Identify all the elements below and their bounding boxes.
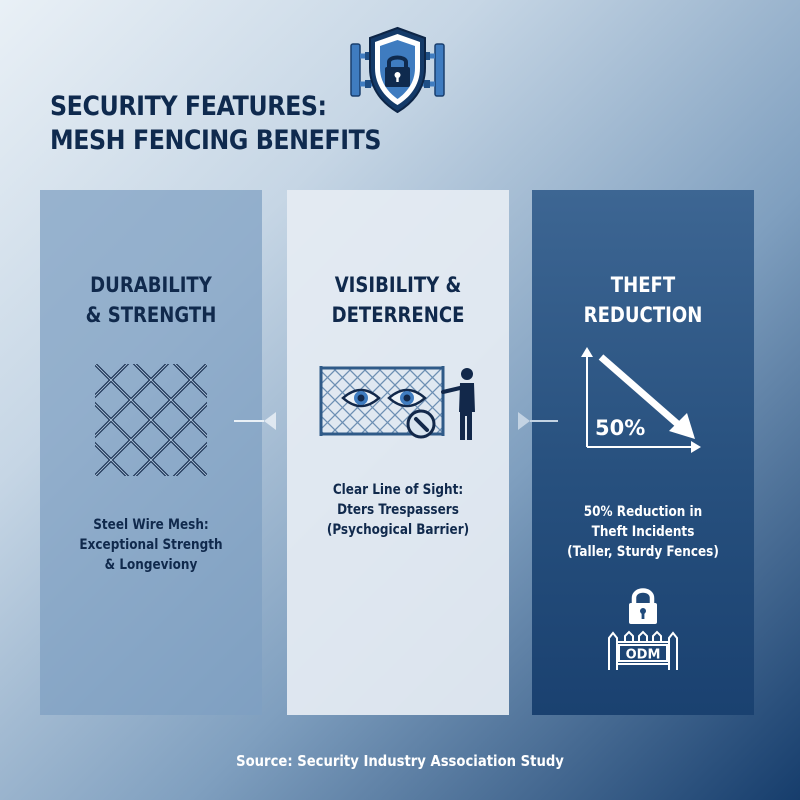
durability-desc-line2: Exceptional Strength xyxy=(79,537,223,553)
chain-link-mesh-icon xyxy=(95,364,207,476)
durability-desc-line1: Steel Wire Mesh: xyxy=(93,517,209,533)
padlock-icon xyxy=(629,588,657,624)
page-title-line2: MESH FENCING BENEFITS xyxy=(50,125,382,156)
surveillance-fence-icon xyxy=(319,366,475,440)
theft-desc-line2: Theft Incidents xyxy=(591,524,695,540)
visibility-desc-line3: (Psychogical Barrier) xyxy=(326,522,470,538)
durability-title-line2: & STRENGTH xyxy=(85,303,217,327)
chart-percent-label: 50% xyxy=(595,416,645,440)
durability-panel: DURABILITY & STRENGTH Steel Wire Mesh: E… xyxy=(40,190,262,715)
durability-desc-line3: & Longeviony xyxy=(104,557,198,573)
durability-title-line1: DURABILITY xyxy=(90,273,212,297)
theft-title-line1: THEFT xyxy=(610,273,676,297)
fence-badge-icon: ODM xyxy=(608,630,678,670)
theft-reduction-description: 50% Reduction in Theft Incidents (Taller… xyxy=(548,502,739,562)
theft-reduction-panel-title: THEFT REDUCTION xyxy=(548,270,739,330)
theft-title-line2: REDUCTION xyxy=(583,303,703,327)
visibility-description: Clear Line of Sight: Dters Trespassers (… xyxy=(303,480,494,540)
visibility-desc-line2: Dters Trespassers xyxy=(337,502,459,518)
visibility-title-line1: VISIBILITY & xyxy=(334,273,462,297)
page-title: SECURITY FEATURES: MESH FENCING BENEFITS xyxy=(50,90,381,158)
visibility-panel: VISIBILITY & DETERRENCE xyxy=(287,190,509,715)
page-title-line1: SECURITY FEATURES: xyxy=(50,91,327,122)
right-connector-arrow-icon xyxy=(518,412,558,430)
eye-icon xyxy=(341,388,381,408)
theft-reduction-panel: THEFT REDUCTION 50% 50% Reduction in The… xyxy=(532,190,754,715)
source-citation: Source: Security Industry Association St… xyxy=(236,752,564,770)
durability-description: Steel Wire Mesh: Exceptional Strength & … xyxy=(56,515,247,575)
visibility-panel-title: VISIBILITY & DETERRENCE xyxy=(303,270,494,330)
visibility-desc-line1: Clear Line of Sight: xyxy=(332,482,464,498)
badge-text: ODM xyxy=(626,648,661,663)
visibility-title-line2: DETERRENCE xyxy=(331,303,465,327)
theft-desc-line3: (Taller, Sturdy Fences) xyxy=(567,544,719,560)
shield-fence-logo-icon xyxy=(350,26,445,114)
left-connector-arrow-icon xyxy=(234,412,276,430)
theft-desc-line1: 50% Reduction in xyxy=(583,504,703,520)
durability-panel-title: DURABILITY & STRENGTH xyxy=(56,270,247,330)
downward-trend-chart-icon: 50% xyxy=(581,347,701,453)
